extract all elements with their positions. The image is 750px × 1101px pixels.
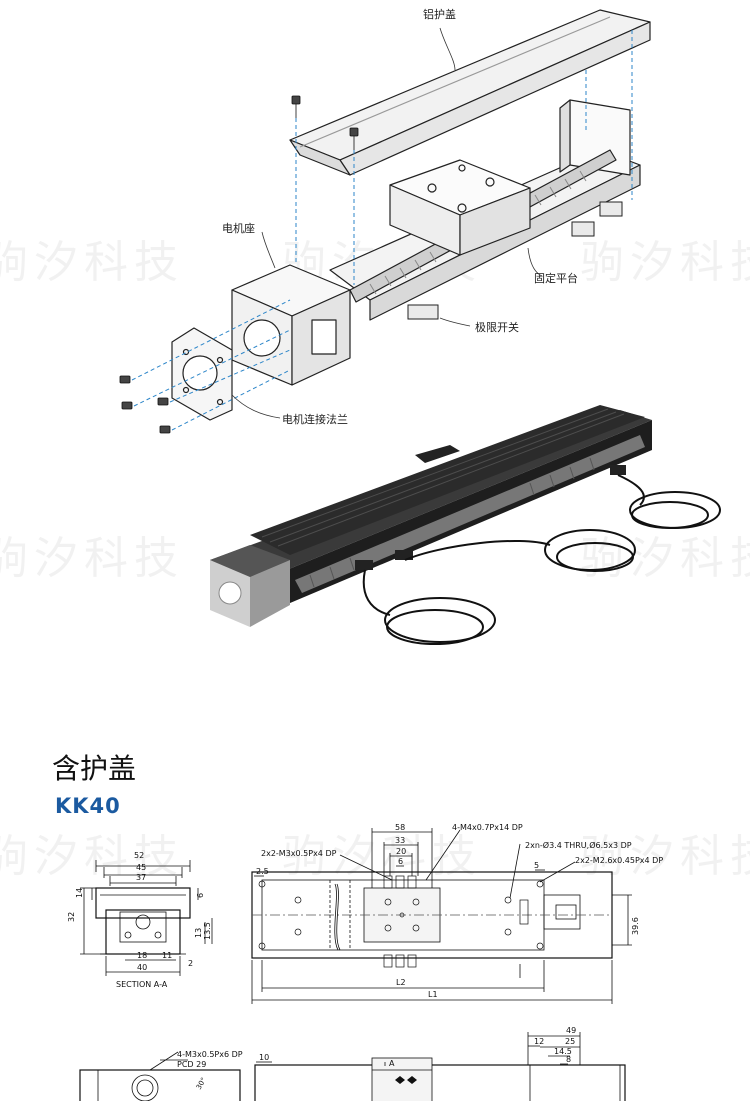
dim-52: 52	[134, 851, 144, 860]
product-photo	[210, 405, 721, 645]
dim-10: 10	[259, 1053, 269, 1062]
dim-12: 12	[534, 1037, 544, 1046]
dim-2: 2	[188, 959, 193, 968]
section-title: 含护盖	[52, 752, 137, 785]
dim-13: 13	[194, 928, 203, 938]
dim-58: 58	[395, 823, 405, 832]
exploded-view-illustration	[119, 9, 651, 434]
note-thru: 2xn-Ø3.4 THRU,Ø6.5x3 DP	[525, 840, 632, 850]
dim-39-6: 39.6	[631, 917, 640, 935]
label-limit-switch: 极限开关	[475, 321, 519, 334]
label-cover: 铝护盖	[423, 8, 456, 21]
dim-6: 6	[196, 893, 205, 898]
model-name: KK40	[55, 794, 121, 818]
dim-14-5: 14.5	[554, 1047, 572, 1056]
label-platform: 固定平台	[534, 272, 578, 285]
dim-11: 11	[162, 951, 172, 960]
watermark: 驹汐科技	[0, 831, 184, 882]
watermark: 驹汐科技	[580, 237, 750, 288]
dim-5: 5	[534, 861, 539, 870]
note-m2: 2x2-M2.6x0.45Px4 DP	[575, 856, 663, 865]
watermark: 驹汐科技	[580, 831, 750, 882]
label-motor-seat: 电机座	[222, 222, 255, 235]
note-m3: 2x2-M3x0.5Px4 DP	[261, 849, 337, 858]
dim-32: 32	[67, 912, 76, 922]
dim-49: 49	[566, 1026, 576, 1035]
dim-14: 14	[75, 888, 84, 898]
dim-l2: L2	[396, 978, 406, 987]
dim-angle: 30°	[195, 1076, 208, 1091]
dim-6-top: 6	[398, 857, 403, 866]
dim-13-5: 13.5	[203, 922, 212, 940]
dim-37: 37	[136, 873, 146, 882]
note-m4: 4-M4x0.7Px14 DP	[452, 823, 523, 832]
note-side-m3: 4-M3x0.5Px6 DP	[177, 1050, 243, 1059]
dim-l1: L1	[428, 990, 438, 999]
label-flange: 电机连接法兰	[282, 413, 348, 426]
dim-2-5: 2.5	[256, 867, 269, 876]
dim-8: 8	[566, 1055, 571, 1064]
dim-45: 45	[136, 863, 146, 872]
dim-25: 25	[565, 1037, 575, 1046]
section-caption: SECTION A-A	[116, 980, 168, 989]
dim-18: 18	[137, 951, 147, 960]
note-pcd: PCD 29	[177, 1060, 206, 1069]
dim-40: 40	[137, 963, 147, 972]
watermark: 驹汐科技	[580, 533, 750, 584]
dim-33: 33	[395, 836, 405, 845]
dim-20: 20	[396, 847, 406, 856]
watermark: 驹汐科技	[0, 533, 184, 584]
section-mark-a: A	[389, 1059, 395, 1068]
watermark: 驹汐科技	[0, 237, 184, 288]
